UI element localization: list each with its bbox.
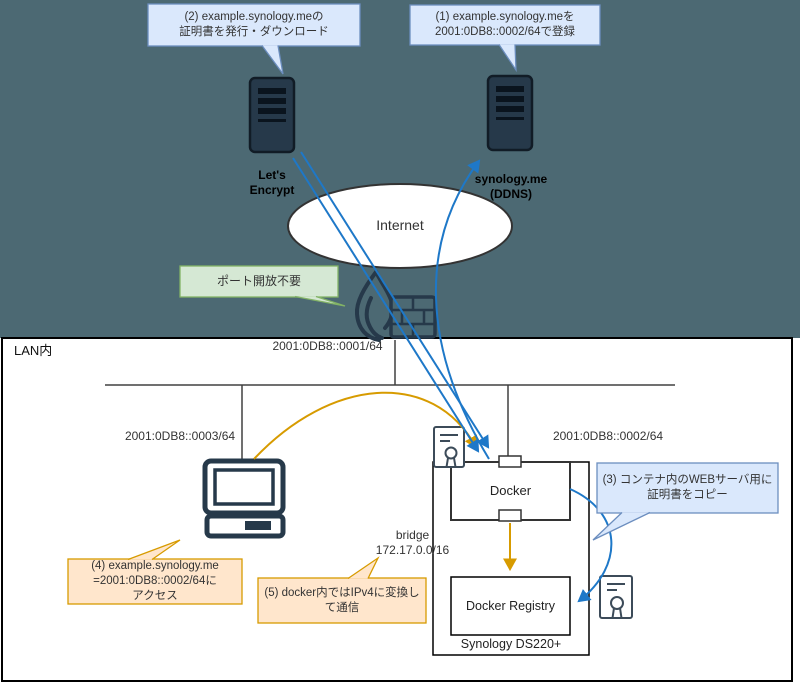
nas-address-label: 2001:0DB8::0002/64 xyxy=(552,429,664,443)
port-callout-label: ポート開放不要 xyxy=(216,274,301,288)
callout-3: (3) コンテナ内のWEBサーバ用に 証明書をコピー xyxy=(597,463,778,513)
callout-1-line: 2001:0DB8::0002/64で登録 xyxy=(434,26,575,38)
callout-3-line: 証明書をコピー xyxy=(647,489,728,501)
callout-4-line: (4) example.synology.me xyxy=(91,560,219,572)
callout-2: (2) example.synology.meの 証明書を発行・ダウンロード xyxy=(148,4,360,46)
callout-5-line: (5) docker内ではIPv4に変換し xyxy=(264,586,420,599)
docker-registry-label: Docker Registry xyxy=(466,599,555,613)
router-address-label: 2001:0DB8::0001/64 xyxy=(272,339,383,353)
callout-4-line: アクセス xyxy=(132,590,178,602)
lan-label: LAN内 xyxy=(14,343,53,358)
lets-encrypt-label: Let's Encrypt xyxy=(249,168,295,197)
callout-2-line: (2) example.synology.meの xyxy=(184,11,324,23)
callout-2-line: 証明書を発行・ダウンロード xyxy=(179,26,329,38)
callout-5-line: て通信 xyxy=(324,601,360,614)
internet-label: Internet xyxy=(376,217,424,233)
callout-1-line: (1) example.synology.meを xyxy=(435,11,575,23)
internet-zone-background xyxy=(0,0,800,338)
docker-label: Docker xyxy=(489,483,532,498)
synology-label: Synology DS220+ xyxy=(460,637,562,651)
bridge-label: bridge 172.17.0.0/16 xyxy=(375,528,450,557)
pc-address-label: 2001:0DB8::0003/64 xyxy=(124,429,236,443)
callout-5: (5) docker内ではIPv4に変換し て通信 xyxy=(258,578,426,623)
callout-3-line: (3) コンテナ内のWEBサーバ用に xyxy=(602,474,773,486)
callout-1: (1) example.synology.meを 2001:0DB8::0002… xyxy=(410,5,600,45)
ddns-label: synology.me (DDNS) xyxy=(474,172,548,201)
callout-4: (4) example.synology.me =2001:0DB8::0002… xyxy=(68,559,242,604)
callout-4-line: =2001:0DB8::0002/64に xyxy=(93,575,217,587)
